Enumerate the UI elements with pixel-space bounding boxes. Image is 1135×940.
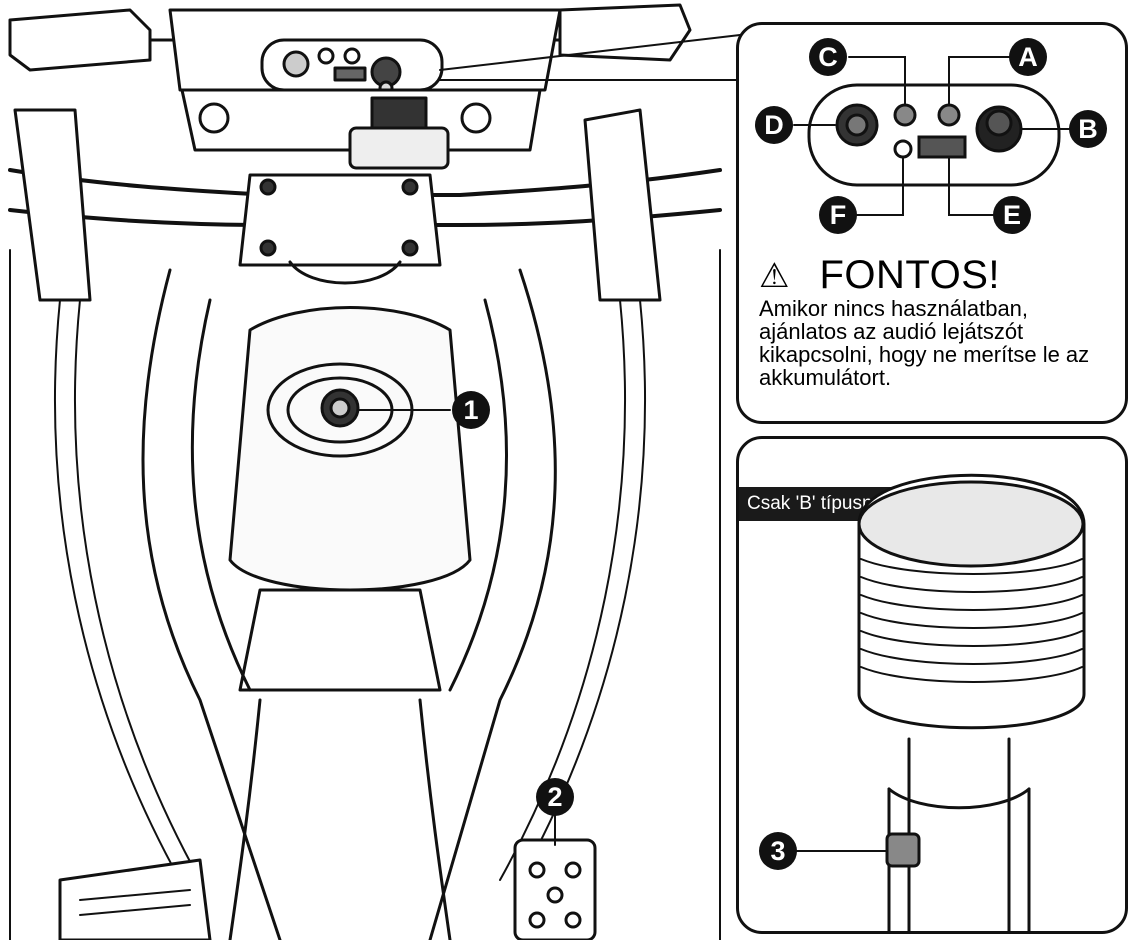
speed-button-3 <box>885 832 921 868</box>
throttle-detail-box: Csak 'B' típusnál 3 <box>736 436 1128 934</box>
callout-b-badge: B <box>1069 110 1107 148</box>
callout-3-badge: 3 <box>759 832 797 870</box>
throttle-grip-drawing <box>796 473 1086 931</box>
model-note-label: Csak 'B' típusnál <box>739 487 898 521</box>
callout-a-badge: A <box>1009 38 1047 76</box>
warning-title: FONTOS! <box>819 253 1001 297</box>
side-panels <box>9 249 721 940</box>
audio-panel-detail-box: C A D B F E ⚠ FONTOS! Amikor nincs haszn… <box>736 22 1128 424</box>
footrest-left <box>58 858 212 940</box>
button-a <box>937 103 961 127</box>
dashboard-fairing <box>168 8 562 170</box>
jack-f <box>893 139 913 159</box>
warning-header: ⚠ FONTOS! <box>759 253 1000 298</box>
fuel-tank <box>141 268 557 940</box>
callout-1-badge: 1 <box>452 391 490 429</box>
warning-triangle-icon: ⚠ <box>759 256 790 295</box>
handlebar <box>8 108 722 302</box>
dashboard-leader-lines <box>439 34 741 81</box>
callout-e-badge: E <box>993 196 1031 234</box>
callout-2-badge: 2 <box>536 778 574 816</box>
button-c <box>893 103 917 127</box>
callout-c-badge: C <box>809 38 847 76</box>
usb-slot-e <box>917 135 967 159</box>
callout-d-badge: D <box>755 106 793 144</box>
warning-text: Amikor nincs használatban, ajánlatos az … <box>759 296 1090 390</box>
audio-panel-drawing <box>793 56 1070 216</box>
callout-f-badge: F <box>819 196 857 234</box>
